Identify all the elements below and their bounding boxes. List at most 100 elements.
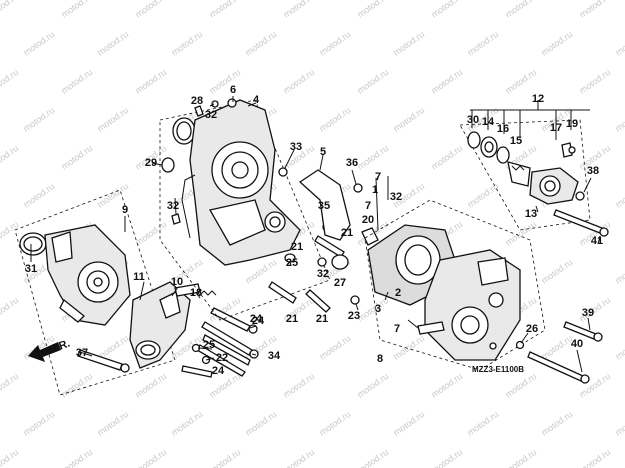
- watermark-text: motod.ru: [429, 67, 464, 96]
- watermark-text: motod.ru: [317, 333, 352, 362]
- callout-11: 11: [133, 271, 145, 283]
- callout-2: 2: [395, 287, 401, 299]
- watermark-text: motod.ru: [613, 333, 625, 362]
- watermark-text: motod.ru: [59, 0, 94, 20]
- watermark-text: motod.ru: [133, 219, 168, 248]
- thermostat-group: [459, 100, 609, 245]
- watermark-text: motod.ru: [355, 67, 390, 96]
- watermark-text: motod.ru: [169, 409, 204, 438]
- callout-26: 26: [526, 323, 538, 335]
- watermark-text: motod.ru: [391, 333, 426, 362]
- callout-28: 28: [191, 95, 203, 107]
- watermark-text: motod.ru: [281, 0, 316, 20]
- watermark-text: motod.ru: [503, 219, 538, 248]
- watermark-text: motod.ru: [0, 0, 20, 20]
- watermark-text: motod.ru: [539, 333, 574, 362]
- callout-4: 4: [253, 94, 260, 106]
- watermark-text: motod.ru: [21, 409, 56, 438]
- watermark-text: motod.ru: [21, 181, 56, 210]
- watermark-text: motod.ru: [133, 0, 168, 20]
- callout-39: 39: [582, 307, 594, 319]
- callout-27: 27: [334, 277, 346, 289]
- gasket-group: [298, 154, 389, 246]
- callout-20: 20: [362, 214, 374, 226]
- callout-24: 24: [212, 365, 225, 377]
- watermark-text: motod.ru: [503, 0, 538, 20]
- callout-24: 24: [250, 313, 263, 325]
- watermark-text: motod.ru: [0, 143, 20, 172]
- watermark-text: motod.ru: [613, 105, 625, 134]
- watermark-text: motod.ru: [539, 409, 574, 438]
- watermark-text: motod.ru: [0, 295, 20, 324]
- bolts-right-group: [527, 317, 603, 384]
- callout-14: 14: [482, 116, 495, 128]
- callout-22: 22: [216, 352, 228, 364]
- watermark-text: motod.ru: [577, 447, 612, 468]
- housing-group: [350, 199, 546, 371]
- watermark-text: motod.ru: [133, 371, 168, 400]
- watermark-text: motod.ru: [59, 143, 94, 172]
- watermark-text: motod.ru: [539, 257, 574, 286]
- watermark-text: motod.ru: [613, 409, 625, 438]
- watermark-text: motod.ru: [355, 0, 390, 20]
- callout-16: 16: [497, 123, 509, 135]
- crankcase-cover-group: [151, 96, 349, 321]
- watermark-text: motod.ru: [21, 29, 56, 58]
- callout-36: 36: [346, 157, 358, 169]
- callout-7: 7: [375, 171, 381, 183]
- watermark-text: motod.ru: [281, 67, 316, 96]
- watermark-text: motod.ru: [317, 29, 352, 58]
- watermark-text: motod.ru: [465, 181, 500, 210]
- callout-7: 7: [394, 323, 400, 335]
- callout-3: 3: [375, 303, 381, 315]
- watermark-text: motod.ru: [133, 447, 168, 468]
- callout-9: 9: [122, 204, 128, 216]
- callout-33: 33: [290, 141, 302, 153]
- watermark-text: motod.ru: [613, 257, 625, 286]
- watermark-text: motod.ru: [281, 371, 316, 400]
- watermark-text: motod.ru: [59, 371, 94, 400]
- watermark-text: motod.ru: [0, 371, 20, 400]
- watermark-text: motod.ru: [355, 447, 390, 468]
- watermark-text: motod.ru: [207, 447, 242, 468]
- watermark-text: motod.ru: [355, 371, 390, 400]
- watermark-text: motod.ru: [577, 0, 612, 20]
- callout-7: 7: [365, 200, 371, 212]
- watermark-text: motod.ru: [613, 181, 625, 210]
- watermark-text: motod.ru: [243, 29, 278, 58]
- water-pump-group: [14, 189, 259, 396]
- watermark-text: motod.ru: [317, 409, 352, 438]
- callout-37: 37: [76, 347, 88, 359]
- callout-6: 6: [230, 84, 236, 96]
- callout-32: 32: [167, 200, 179, 212]
- callout-30: 30: [467, 114, 479, 126]
- watermark-text: motod.ru: [207, 67, 242, 96]
- watermark-text: motod.ru: [391, 409, 426, 438]
- watermark-text: motod.ru: [503, 371, 538, 400]
- watermark-text: motod.ru: [95, 29, 130, 58]
- watermark-text: motod.ru: [391, 29, 426, 58]
- callout-18: 18: [190, 287, 202, 299]
- callout-34: 34: [268, 350, 281, 362]
- watermark-text: motod.ru: [0, 67, 20, 96]
- callout-15: 15: [510, 135, 522, 147]
- watermark-text: motod.ru: [503, 67, 538, 96]
- callout-1: 1: [372, 184, 378, 196]
- watermark-text: motod.ru: [577, 67, 612, 96]
- watermark-text: motod.ru: [429, 0, 464, 20]
- callout-13: 13: [525, 208, 537, 220]
- callout-24: 24: [252, 315, 265, 327]
- callout-23: 23: [348, 310, 360, 322]
- watermark-text: motod.ru: [95, 409, 130, 438]
- watermark-text: motod.ru: [169, 29, 204, 58]
- callout-35: 35: [318, 200, 330, 212]
- watermark-text: motod.ru: [0, 447, 20, 468]
- watermark-text: motod.ru: [0, 219, 20, 248]
- diagram-code: MZZ3-E1100B: [472, 365, 524, 374]
- callout-32: 32: [205, 109, 217, 121]
- watermark-text: motod.ru: [503, 447, 538, 468]
- callout-19: 19: [566, 118, 578, 130]
- callout-21: 21: [286, 313, 298, 325]
- callout-32: 32: [390, 191, 402, 203]
